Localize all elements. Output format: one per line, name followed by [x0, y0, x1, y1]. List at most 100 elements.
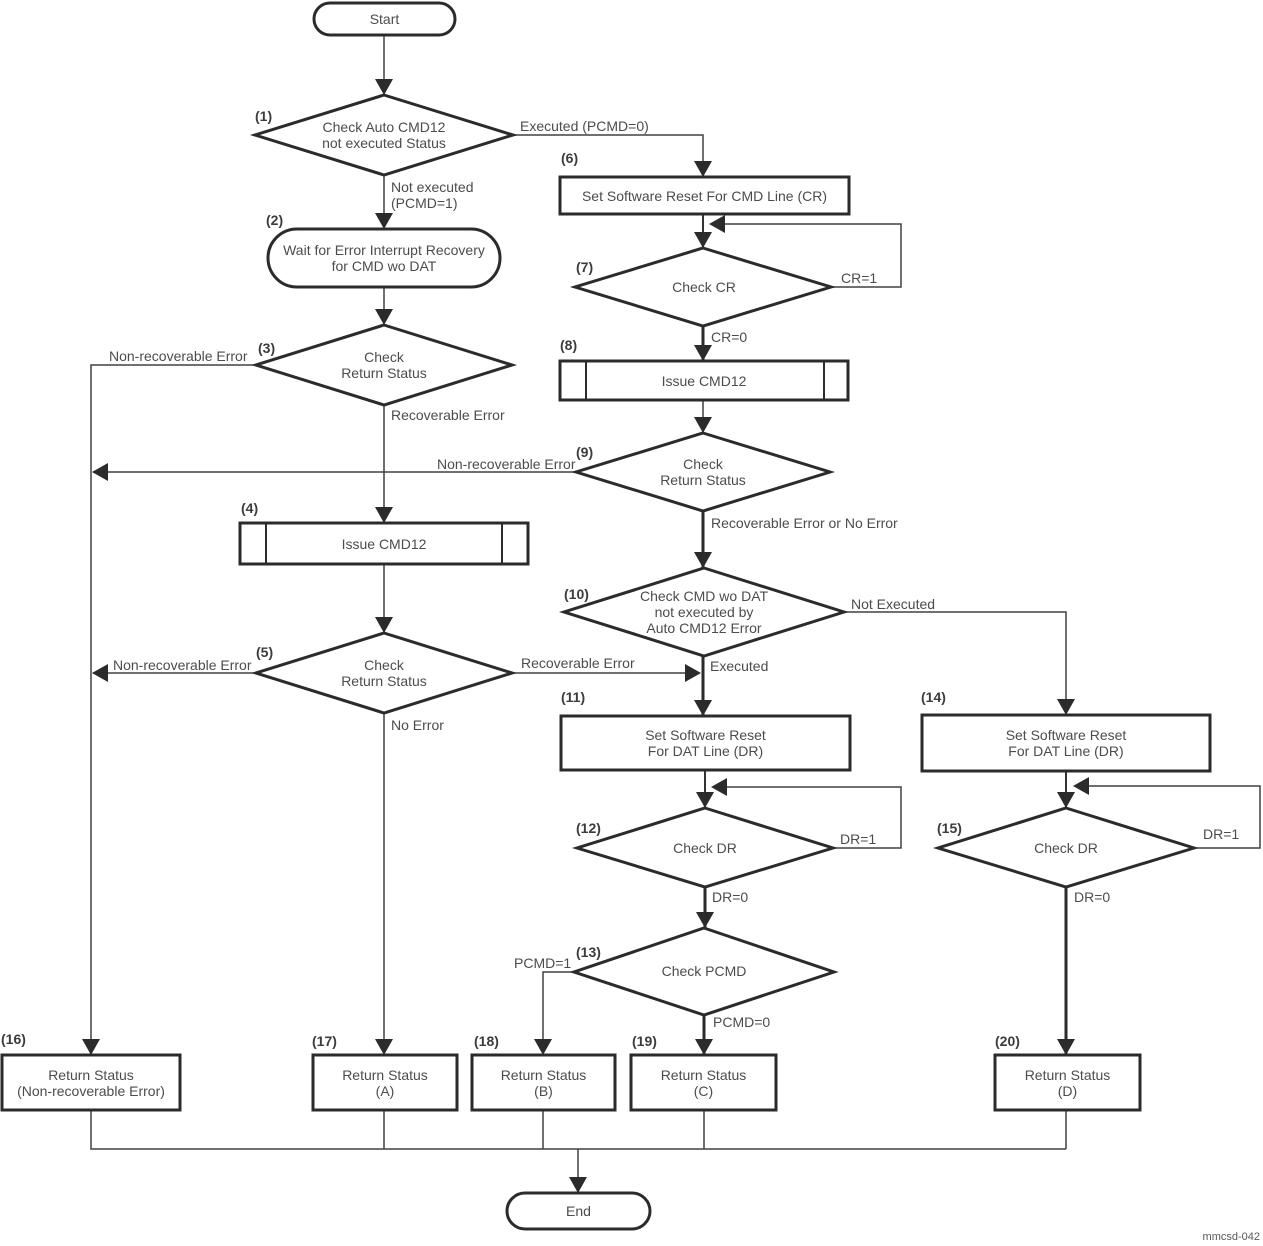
arrowheads	[82, 79, 1089, 1193]
decision-1-shape	[249, 93, 519, 177]
connector-7-loop-cr1	[711, 223, 902, 288]
arrowhead-into-20	[1057, 1039, 1075, 1055]
edge-label-d5-recoverable: Recoverable Error	[521, 655, 635, 671]
process-14-box	[920, 713, 1212, 773]
step-number-16: (16)	[1, 1031, 26, 1047]
arrowhead-into-5	[375, 617, 393, 633]
connector-15-loop-dr1	[1075, 785, 1261, 849]
shapes	[0, 1, 1212, 1231]
edge-label-d5-no-error: No Error	[391, 717, 444, 733]
arrowhead-into-13	[696, 912, 714, 928]
edge-label-pcmd1: PCMD=1	[514, 955, 572, 971]
edge-label-d10-executed: Executed	[710, 658, 769, 674]
arrowhead-into-12	[696, 792, 714, 808]
decision-3-shape	[250, 323, 518, 407]
edge-label-d15-dr0: DR=0	[1074, 889, 1111, 905]
step-number-20: (20)	[995, 1033, 1020, 1049]
step-number-11: (11)	[561, 689, 586, 705]
step-number-2: (2)	[266, 212, 284, 228]
predefined-process-4-box	[238, 521, 530, 566]
arrowhead-into-11	[694, 700, 712, 716]
arrowhead-merge-5-left	[92, 664, 108, 682]
decision-10-shape	[558, 566, 850, 658]
connector-3-to-16	[90, 364, 256, 1055]
decision-13-shape	[569, 926, 839, 1017]
arrowhead-into-8	[694, 345, 712, 361]
predefined-inner-bars	[265, 361, 825, 564]
step-number-17: (17)	[312, 1033, 337, 1049]
step-number-14: (14)	[921, 689, 946, 705]
decision-5-shape	[250, 631, 518, 715]
edge-label-d5-non-recoverable: Non-recoverable Error	[113, 657, 252, 673]
predefined-process-8-box	[558, 359, 850, 402]
edge-label-pcmd0: PCMD=0	[713, 1014, 771, 1030]
process-11-box	[559, 714, 852, 772]
edge-label-d12-dr0: DR=0	[712, 889, 749, 905]
step-number-3: (3)	[258, 340, 276, 356]
connector-12-loop-dr1	[713, 786, 902, 849]
arrowhead-into-19	[695, 1039, 713, 1055]
decision-9-shape	[570, 431, 836, 513]
arrowhead-into-6	[694, 161, 712, 177]
connector-13-to-18	[542, 971, 574, 1055]
arrowhead-into-10	[694, 552, 712, 568]
step-number-9: (9)	[576, 444, 594, 460]
return-17-box	[311, 1053, 459, 1112]
edge-label-cr1: CR=1	[841, 270, 878, 286]
decision-12-shape	[571, 806, 839, 889]
predefined-8-inner-bars	[585, 361, 825, 400]
arrowhead-into-4	[375, 507, 393, 523]
arrowhead-loop-15	[1073, 777, 1089, 795]
step-number-1: (1)	[255, 108, 273, 124]
figure-id: mmcsd-042	[1202, 1231, 1260, 1243]
edge-label-d12-dr1: DR=1	[840, 831, 877, 847]
arrowhead-merge-9-left	[92, 463, 108, 481]
step-number-12: (12)	[576, 820, 601, 836]
arrowhead-merge-5-right	[685, 664, 701, 682]
return-19-box	[629, 1053, 778, 1112]
arrowhead-loop-12	[711, 778, 727, 796]
edge-label-d3-non-recoverable: Non-recoverable Error	[109, 348, 248, 364]
process-6-box	[558, 175, 851, 216]
wait-terminator-2	[266, 227, 502, 289]
connector-1-to-6	[513, 134, 704, 177]
arrowhead-into-14	[1057, 699, 1075, 715]
step-number-10: (10)	[564, 586, 589, 602]
connector-10-to-14	[844, 611, 1067, 715]
predefined-4-inner-bars	[265, 523, 503, 564]
step-number-15: (15)	[937, 820, 962, 836]
step-number-4: (4)	[241, 500, 259, 516]
edge-label-cr0: CR=0	[711, 329, 748, 345]
arrowhead-into-17	[375, 1039, 393, 1055]
connectors-thin	[90, 35, 1261, 1193]
start-terminator	[312, 1, 457, 37]
end-terminator	[505, 1191, 652, 1231]
arrowhead-into-end	[569, 1177, 587, 1193]
arrowhead-into-18	[534, 1039, 552, 1055]
edge-label-d9-recoverable-or-no-error: Recoverable Error or No Error	[711, 515, 898, 531]
step-number-7: (7)	[576, 259, 594, 275]
step-number-19: (19)	[632, 1033, 657, 1049]
arrowhead-into-1	[375, 79, 393, 95]
return-18-box	[470, 1053, 617, 1112]
arrowhead-loop-7	[709, 215, 725, 233]
edge-label-executed-pcmd0: Executed (PCMD=0)	[520, 118, 649, 134]
step-number-13: (13)	[576, 944, 601, 960]
arrowhead-into-3	[375, 309, 393, 325]
edge-label-d15-dr1: DR=1	[1203, 826, 1240, 842]
step-number-18: (18)	[474, 1033, 499, 1049]
edge-label-d9-non-recoverable: Non-recoverable Error	[437, 456, 576, 472]
edge-label-d10-not-executed: Not Executed	[851, 596, 936, 612]
arrowhead-into-15	[1057, 792, 1075, 808]
connector-collector-to-end	[90, 1110, 1067, 1193]
return-16-box	[0, 1053, 182, 1112]
decision-15-shape	[932, 806, 1200, 889]
arrowhead-into-9	[694, 417, 712, 433]
decision-7-shape	[569, 246, 837, 328]
edge-label-not-executed-pcmd1: Not executed (PCMD=1)	[391, 179, 474, 211]
edge-label-d3-recoverable: Recoverable Error	[391, 407, 505, 423]
arrowhead-into-7	[694, 232, 712, 248]
step-number-5: (5)	[256, 644, 274, 660]
